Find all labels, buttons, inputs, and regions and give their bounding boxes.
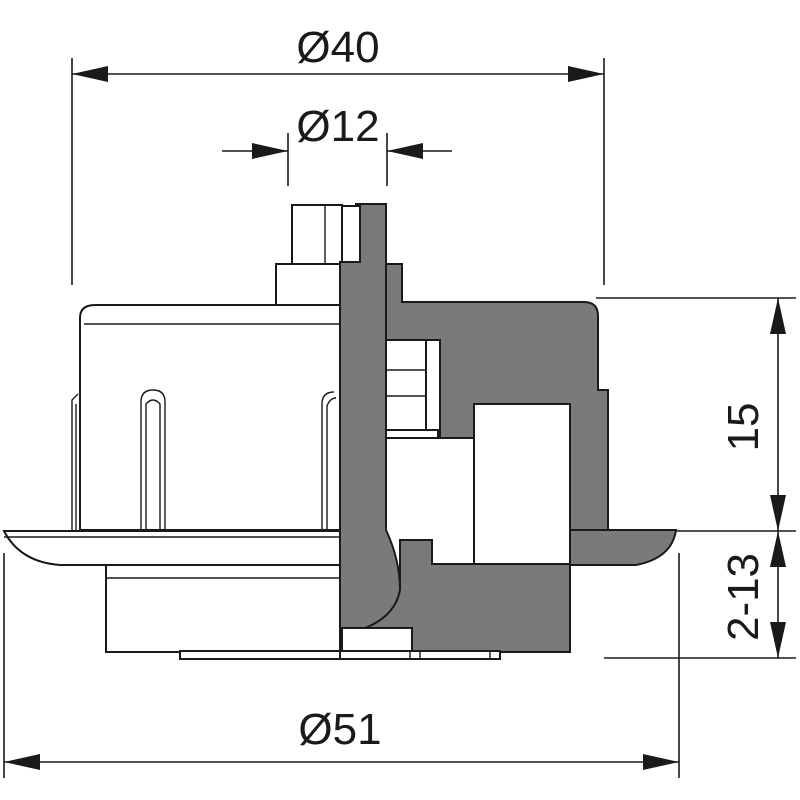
arrow-left-51 [4, 754, 40, 770]
arrow-right-51 [643, 754, 679, 770]
label-height-2-13: 2-13 [719, 553, 768, 641]
arrow-right-40 [568, 66, 604, 82]
arrow-up-2-13 [770, 531, 786, 567]
label-diameter-40: Ø40 [296, 23, 379, 72]
part-section-view [339, 203, 678, 660]
dimension-height-15: 15 [596, 297, 796, 532]
dimension-diameter-12: Ø12 [222, 102, 452, 186]
label-height-15: 15 [719, 403, 768, 452]
arrow-left-40 [72, 66, 108, 82]
arrow-up-15 [770, 298, 786, 334]
dimension-height-2-13: 2-13 [604, 531, 796, 659]
arrow-right-12 [387, 143, 423, 159]
arrow-left-12 [252, 143, 288, 159]
dimension-diameter-40: Ø40 [71, 23, 605, 285]
arrow-down-2-13 [770, 622, 786, 658]
dimension-diameter-51: Ø51 [3, 553, 680, 778]
part-outside-view [2, 204, 343, 660]
label-diameter-12: Ø12 [296, 102, 379, 151]
arrow-down-15 [770, 495, 786, 531]
label-diameter-51: Ø51 [298, 705, 381, 754]
